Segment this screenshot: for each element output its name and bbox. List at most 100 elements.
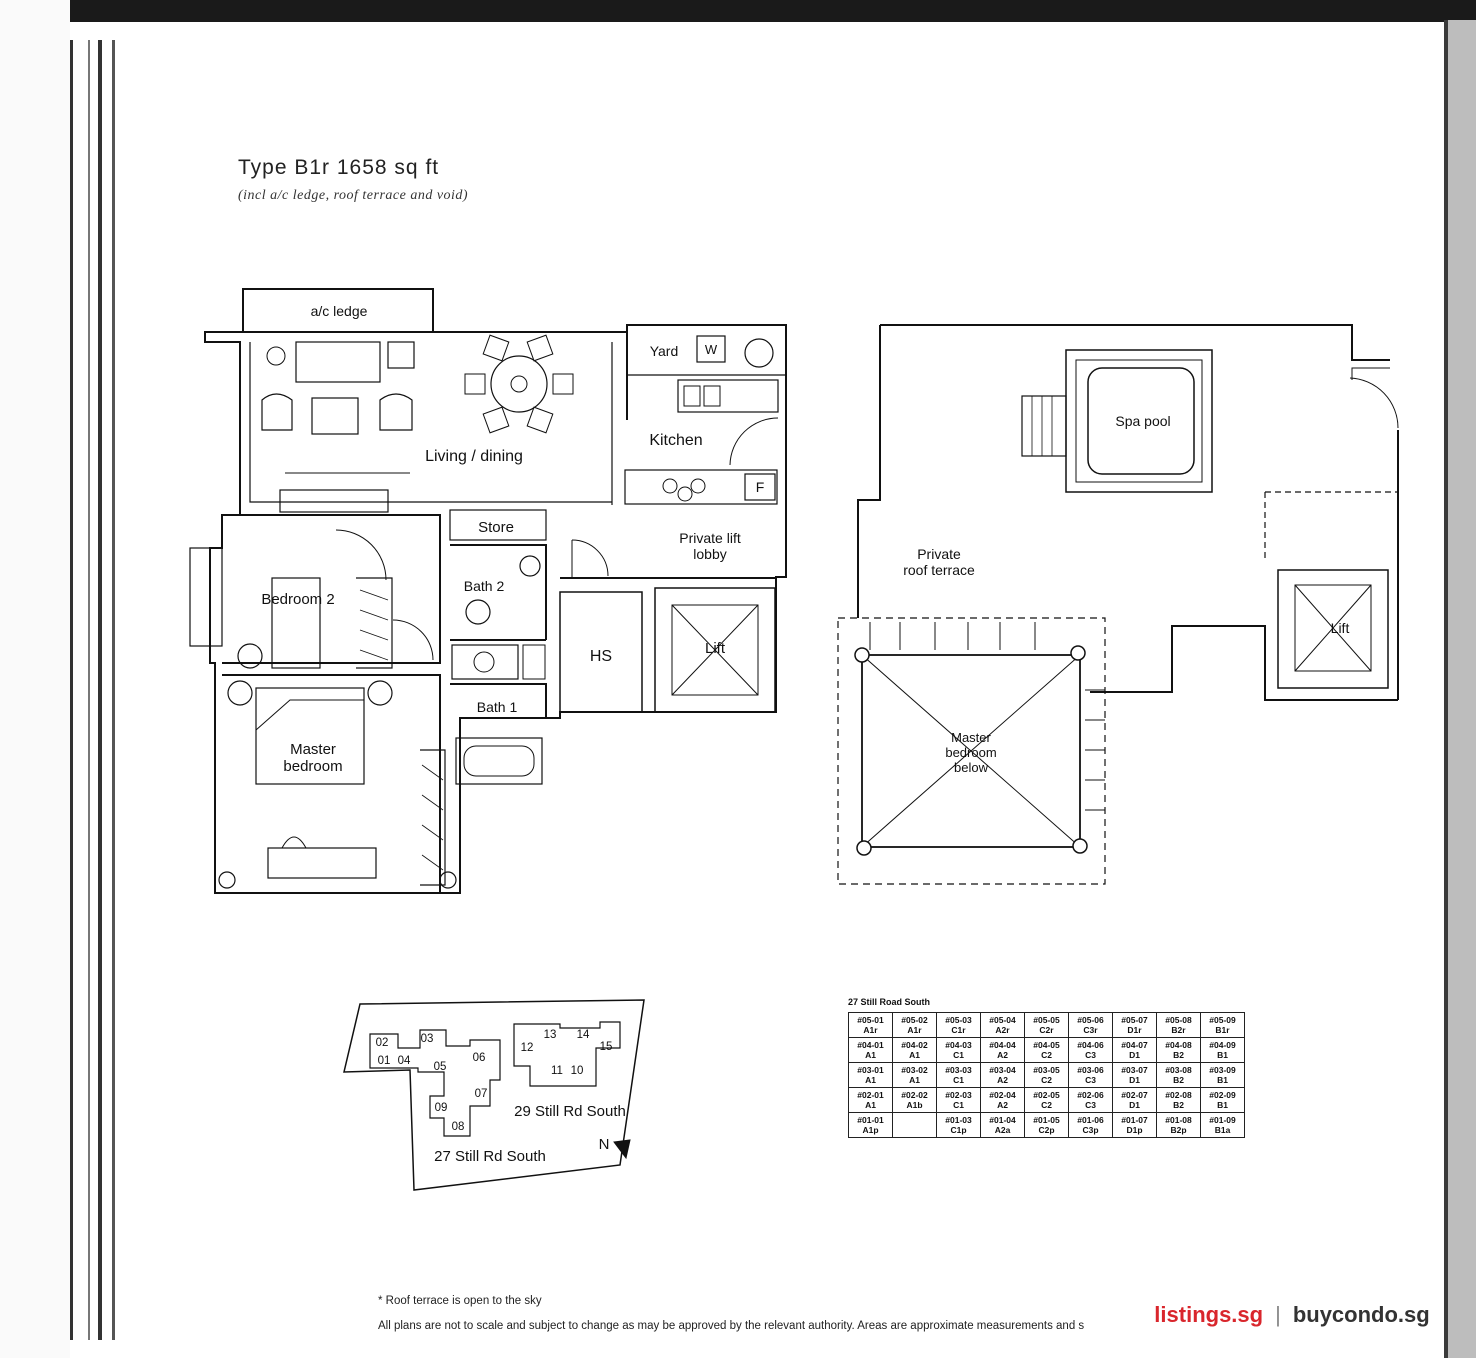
plan-subtitle: (incl a/c ledge, roof terrace and void): [238, 188, 469, 203]
watermark-buycondo[interactable]: buycondo.sg: [1292, 1302, 1430, 1327]
unit-type: C1: [953, 1075, 964, 1085]
unit-number: #02-02: [901, 1090, 928, 1100]
unit-type: C2: [1041, 1075, 1052, 1085]
master-bedroom-label: Master: [290, 741, 336, 758]
unit-type: C2p: [1038, 1125, 1055, 1135]
unit-number: #04-04: [989, 1040, 1016, 1050]
unit-type: A1p: [862, 1125, 879, 1135]
north-label: N: [599, 1136, 610, 1153]
unit-number: #03-09: [1209, 1065, 1236, 1075]
unit-number: #04-05: [1033, 1040, 1060, 1050]
unit-number: #05-08: [1165, 1015, 1192, 1025]
private-lobby-label-2: lobby: [693, 546, 726, 562]
unit-number: #01-04: [989, 1115, 1016, 1125]
void-master-bedroom: [861, 654, 1081, 848]
binding-line: [98, 40, 102, 1340]
unit-type: A1r: [863, 1025, 878, 1035]
unit-type: D1: [1129, 1100, 1140, 1110]
roof-terrace-label: Private: [917, 546, 961, 562]
dining-table: [490, 355, 548, 413]
private-lobby-label: Private lift: [679, 530, 741, 546]
kitchen-label: Kitchen: [649, 432, 702, 449]
kitchen-sink-counter: [677, 379, 779, 413]
unit-number: #05-09: [1209, 1015, 1236, 1025]
void-label-3: below: [954, 760, 989, 775]
yard-label: Yard: [650, 343, 679, 359]
fridge-label: F: [756, 479, 765, 495]
block-label: 13: [544, 1029, 557, 1041]
void-label-2: bedroom: [945, 745, 996, 760]
block-label: 06: [473, 1052, 486, 1064]
wardrobe-2: [356, 577, 393, 669]
master-wardrobe: [420, 749, 446, 886]
block-label: 05: [434, 1061, 447, 1073]
water-heater: [744, 338, 774, 368]
master-bed: [255, 687, 365, 785]
ac-ledge-label: a/c ledge: [311, 303, 368, 319]
block-29-label: 29 Still Rd South: [514, 1103, 626, 1120]
store-label: Store: [478, 519, 514, 536]
upper-lift-label: Lift: [1331, 620, 1350, 636]
roof-note: * Roof terrace is open to the sky: [378, 1295, 542, 1307]
unit-number: #01-01: [857, 1115, 884, 1125]
watermark[interactable]: listings.sg | buycondo.sg: [1140, 1292, 1444, 1338]
unit-type: A2a: [994, 1125, 1011, 1135]
unit-number: #05-02: [901, 1015, 928, 1025]
unit-type: C3: [1085, 1050, 1096, 1060]
unit-number: #05-01: [857, 1015, 884, 1025]
unit-number: #03-01: [857, 1065, 884, 1075]
unit-type: C2: [1041, 1050, 1052, 1060]
block-label: 07: [475, 1088, 488, 1100]
scan-top-border: [0, 0, 1476, 22]
scan-right-edge: [1448, 20, 1476, 1358]
watermark-listings[interactable]: listings.sg: [1154, 1302, 1264, 1327]
unit-number: #04-08: [1165, 1040, 1192, 1050]
unit-table-cell: [892, 1112, 937, 1138]
unit-type: A2: [997, 1050, 1008, 1060]
block-label: 09: [435, 1102, 448, 1114]
sofa: [295, 341, 381, 383]
scan-right-edge-line: [1444, 20, 1448, 1358]
unit-number: #03-08: [1165, 1065, 1192, 1075]
unit-type: B1: [1217, 1075, 1228, 1085]
unit-type: A1: [865, 1075, 876, 1085]
unit-type: C1r: [951, 1025, 966, 1035]
store-room: [449, 509, 547, 541]
household-shelter: [559, 591, 643, 713]
binding-line: [112, 40, 115, 1340]
bedroom-2-label: Bedroom 2: [261, 591, 334, 608]
unit-number: #05-05: [1033, 1015, 1060, 1025]
unit-table-title: 27 Still Road South: [848, 997, 931, 1007]
unit-number: #02-03: [945, 1090, 972, 1100]
unit-type: A2r: [995, 1025, 1010, 1035]
block-label: 08: [452, 1121, 465, 1133]
unit-type: C1: [953, 1100, 964, 1110]
block-label: 03: [421, 1033, 434, 1045]
unit-number: #01-06: [1077, 1115, 1104, 1125]
unit-type: C3p: [1082, 1125, 1099, 1135]
unit-number: #02-01: [857, 1090, 884, 1100]
unit-number: #03-07: [1121, 1065, 1148, 1075]
